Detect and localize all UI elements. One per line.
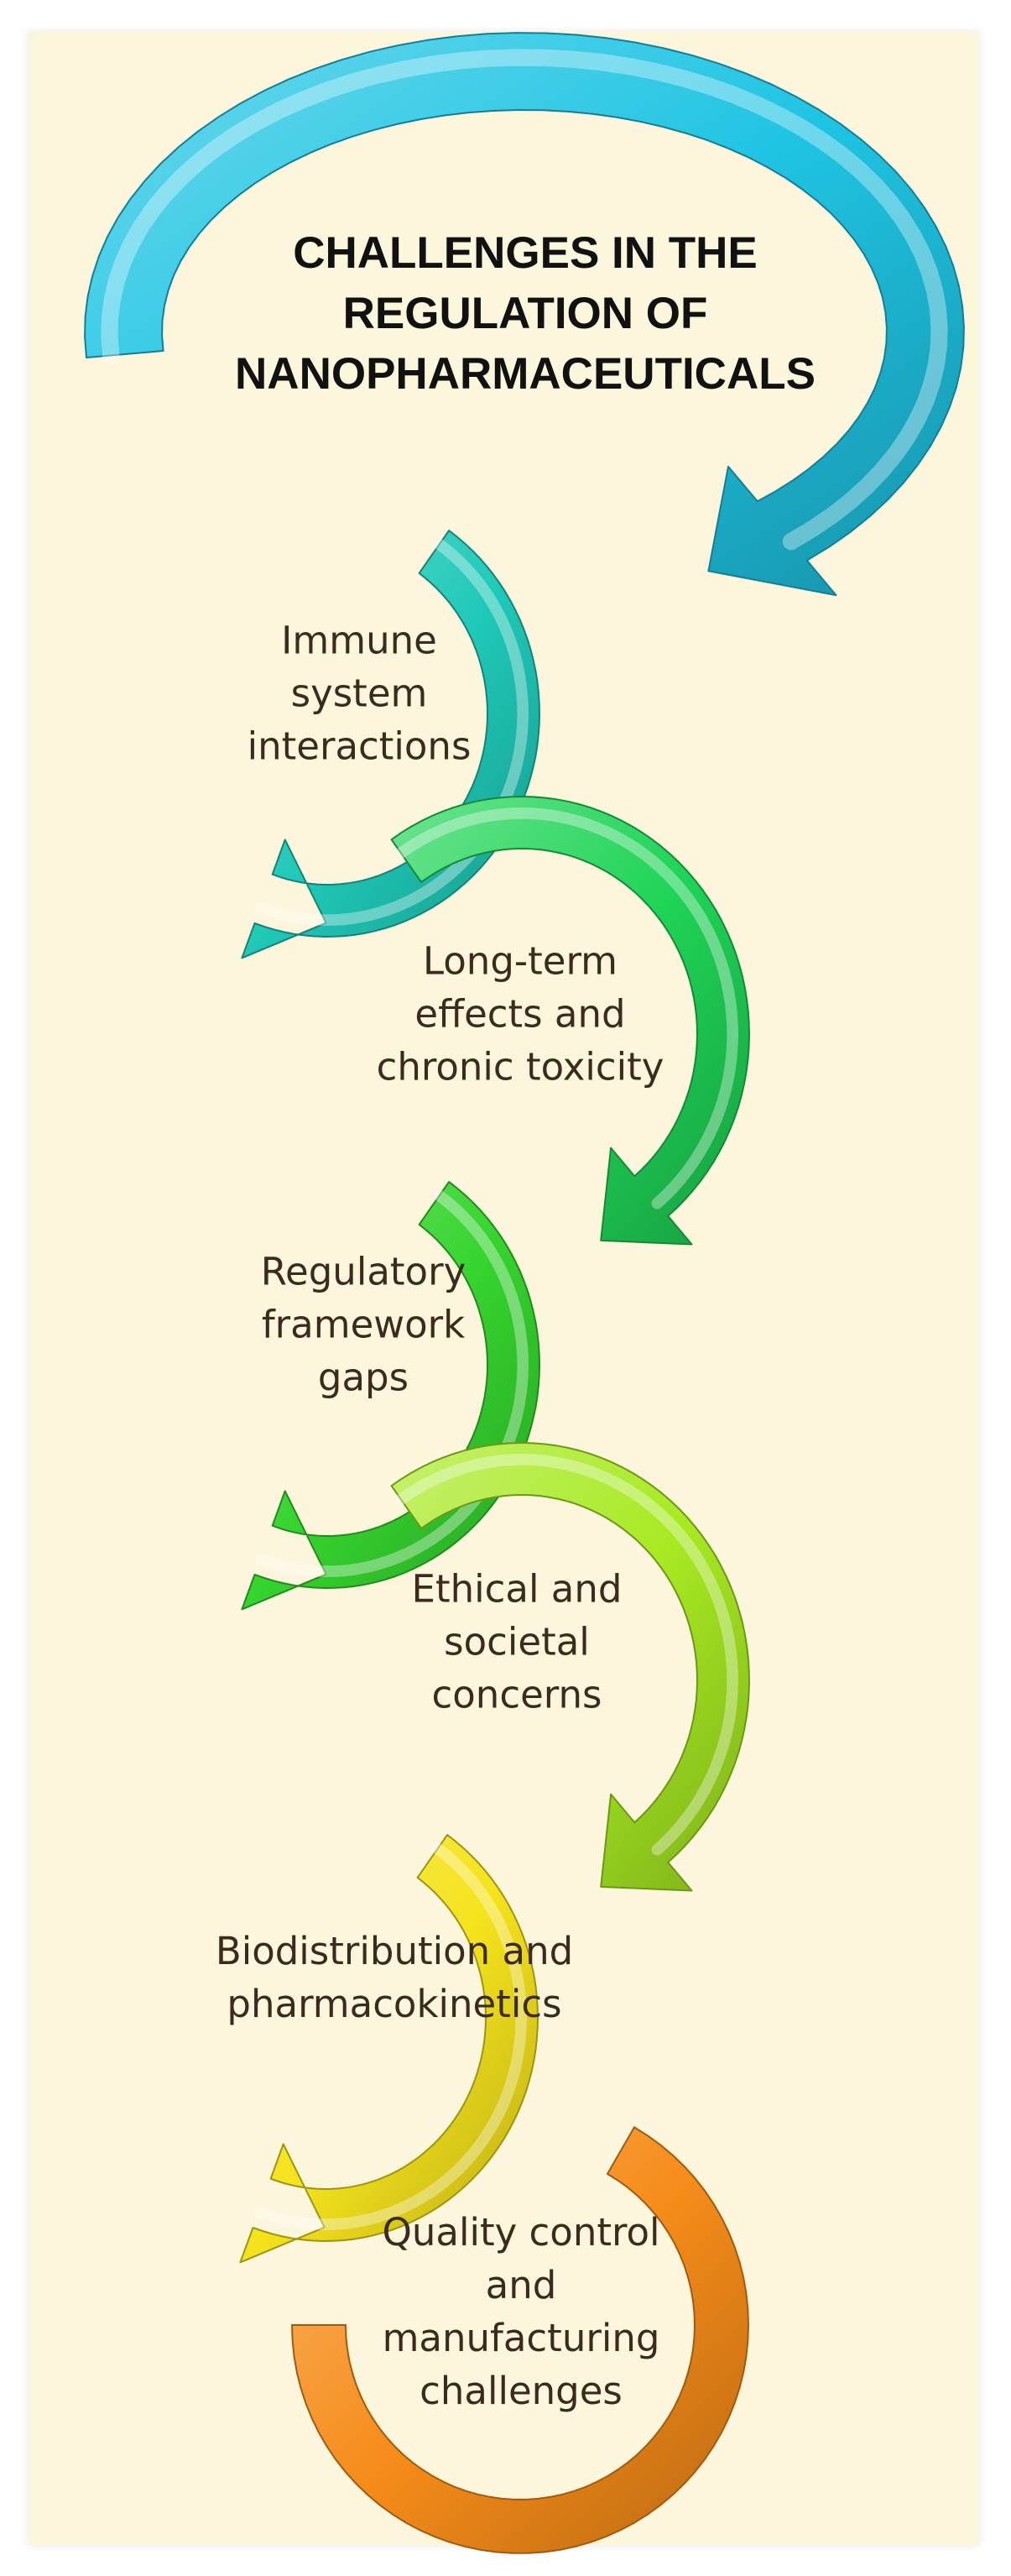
step-label-biodistribution: Biodistribution and pharmacokinetics (216, 1925, 573, 2030)
step-2-line-2: effects and (414, 991, 626, 1037)
step-1-line-3: interactions (247, 724, 472, 769)
step-label-long-term: Long-term effects and chronic toxicity (377, 935, 664, 1094)
arrow-biodistribution (239, 1834, 539, 2264)
title-line-3: NANOPHARMACEUTICALS (235, 349, 816, 399)
step-1-line-2: system (290, 671, 428, 716)
step-1-line-1: Immune (281, 618, 437, 663)
title-line-1: CHALLENGES IN THE (293, 228, 758, 278)
step-3-line-2: framework (261, 1302, 466, 1347)
step-4-line-3: concerns (431, 1672, 602, 1717)
step-3-line-3: gaps (317, 1355, 409, 1400)
step-3-line-1: Regulatory (260, 1249, 466, 1294)
title-arrow-highlight (101, 49, 948, 551)
step-6-line-4: challenges (420, 2369, 623, 2413)
step-5-line-1: Biodistribution and (215, 1929, 574, 1973)
step-4-line-1: Ethical and (411, 1566, 623, 1612)
arrow-long-term-highlight (395, 807, 739, 1210)
ring-quality-control (290, 2126, 750, 2554)
title-line-2: REGULATION OF (342, 289, 708, 338)
step-2-line-3: chronic toxicity (376, 1044, 664, 1089)
step-5-line-2: pharmacokinetics (227, 1982, 562, 2026)
arrow-ethical (390, 1442, 750, 1892)
step-label-regulatory: Regulatory framework gaps (261, 1246, 466, 1404)
arrow-long-term (390, 796, 750, 1246)
step-label-immune: Immune system interactions (248, 614, 472, 773)
title-arrow (84, 32, 965, 597)
step-2-line-1: Long-term (422, 938, 618, 984)
step-label-quality-control: Quality control and manufacturing challe… (382, 2206, 659, 2417)
step-label-ethical: Ethical and societal concerns (412, 1563, 623, 1722)
step-6-line-1: Quality control (382, 2210, 660, 2255)
step-6-line-3: manufacturing (382, 2316, 660, 2360)
arrow-biodistribution-highlight (253, 1842, 528, 2230)
diagram-title: CHALLENGES IN THE REGULATION OF NANOPHAR… (235, 223, 816, 405)
step-4-line-2: societal (444, 1619, 590, 1664)
arrow-ethical-highlight (395, 1453, 739, 1856)
step-6-line-2: and (485, 2263, 557, 2307)
